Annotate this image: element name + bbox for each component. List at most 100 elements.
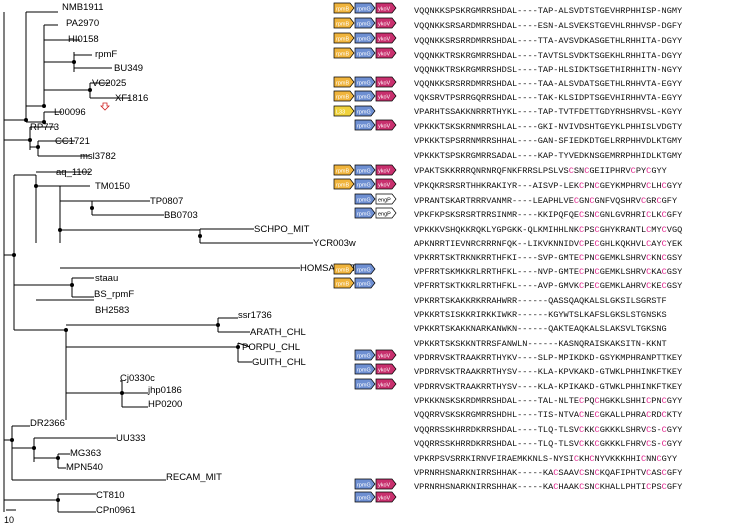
- gene-label: rpmG: [357, 37, 371, 43]
- gene-arrow-rpmG: [354, 32, 376, 44]
- gene-label: rpmG: [357, 52, 371, 58]
- leaf-label: rpmF: [95, 49, 117, 60]
- gene-label: engP: [378, 198, 391, 204]
- sequence-row: VPKKKNSKSKRDMRRSHDAL----TAL-NLTECPQCHGKK…: [414, 396, 682, 406]
- gene-label: ykoV: [378, 52, 391, 58]
- gene-label: rpmG: [357, 282, 371, 288]
- sequence-row: VQKSRVTPSRRGQRRSHDAL----TAK-KLSIDPTSGEVH…: [414, 93, 682, 103]
- leaf-label: TP0807: [150, 196, 183, 207]
- sequence-row: VQQNKKTRSKRGMRRSHDSL----TAP-HLSIDKTSGETH…: [414, 65, 682, 75]
- gene-arrow-rpmG: [354, 363, 376, 375]
- gene-arrow-ykoV: [375, 349, 397, 361]
- sequence-row: VPKKRTSKSKKNTRRSFANWLN------KASNQRAISKAK…: [414, 339, 667, 349]
- gene-arrow-rpmB: [333, 76, 355, 88]
- gene-neighborhoods: rpmB rpmG ykoV rpmB rpmG ykoV rpmB rpmG ykoV rpmB…: [333, 2, 397, 503]
- gene-arrow-rpmB: [333, 90, 355, 102]
- gene-arrow-rpmB: [333, 17, 355, 29]
- leaf-label: MPN540: [66, 462, 103, 473]
- gene-arrow-rpmB: [333, 164, 355, 176]
- sequence-row: APKNRRTIEVNRCRRRNFQK--LIKVKNNIDVCPECGHLK…: [414, 239, 683, 249]
- gene-label: rpmB: [336, 37, 349, 43]
- gene-arrow-rpmG: [354, 491, 376, 503]
- tree-node: [198, 234, 202, 238]
- gene-arrow-rpmG: [354, 263, 376, 275]
- tree-node: [42, 104, 46, 108]
- leaf-label: CPn0961: [96, 505, 136, 516]
- gene-arrow-rpmG: [354, 277, 376, 289]
- gene-label: rpmG: [357, 483, 371, 489]
- scale-bar: 10: [4, 509, 16, 525]
- tree-node: [10, 438, 14, 442]
- gene-label: ykoV: [378, 7, 391, 13]
- gene-arrow-rpmB: [333, 263, 355, 275]
- sequence-row: VPKQKRSRSRTHHKRAKIYR---AISVP-LEKCPNCGEYK…: [414, 181, 682, 191]
- gene-label: rpmB: [336, 95, 349, 101]
- sequence-row: VQQNKKTRSKRGMRRSHDAL----TAVTSLSVDKTSGEKH…: [414, 51, 682, 61]
- gene-arrow-rpmG: [354, 105, 376, 117]
- tree-branch: [237, 342, 251, 348]
- gene-arrow-ykoV: [375, 32, 397, 44]
- leaf-label: BB0703: [164, 210, 198, 221]
- leaf-label: HI0158: [68, 34, 99, 45]
- insertion-marker-icon: [100, 102, 110, 111]
- gene-label: rpmG: [357, 212, 371, 218]
- leaf-label: msl3782: [80, 151, 116, 162]
- leaf-label: UU333: [116, 433, 146, 444]
- gene-label: engP: [378, 212, 391, 218]
- sequence-row: VQQRRVSKSKRGMRRSHDHL----TIS-NTVACNECGKAL…: [414, 410, 682, 420]
- scale-bar-label: 10: [4, 515, 14, 525]
- gene-label: rpmG: [357, 354, 371, 360]
- leaf-label: GUITH_CHL: [252, 357, 306, 368]
- gene-arrow-ykoV: [375, 119, 397, 131]
- tree-nodes: [10, 60, 240, 502]
- sequence-row: VPARHTSSAKKNRRRTHYKL----TAP-TVTFDETTGDYR…: [414, 107, 682, 117]
- gene-label: rpmG: [357, 198, 371, 204]
- tree-node: [28, 138, 32, 142]
- leaf-label: NMB1911: [62, 2, 104, 13]
- tree-node: [56, 456, 60, 460]
- gene-arrow-ykoV: [375, 478, 397, 490]
- gene-label: rpmB: [336, 52, 349, 58]
- sequence-alignment: VQQNKKSPSKRGMRRSHDAL----TAP-ALSVDTSTGEVH…: [414, 6, 683, 492]
- leaf-label: BS_rpmF: [94, 289, 134, 300]
- gene-label: rpmG: [357, 22, 371, 28]
- leaf-label: MG363: [70, 448, 101, 459]
- gene-arrow-ykoV: [375, 164, 397, 176]
- leaf-label: aq_1102: [56, 167, 92, 178]
- leaf-label: TM0150: [95, 181, 130, 192]
- gene-arrow-rpmG: [354, 76, 376, 88]
- sequence-row: VPKKKTSPSKRGMRRSADAL----KAP-TYVEDKNSGEMR…: [414, 151, 682, 161]
- leaf-label: HP0200: [148, 399, 182, 410]
- sequence-row: VQQNKKSRSARDMRRSHDAL----ESN-ALSVEKSTGEVH…: [414, 21, 682, 31]
- sequence-row: VPDRRVSKTRAAKRRTHYKV----SLP-MPIKDKD-GSYK…: [414, 353, 682, 363]
- gene-label: rpmB: [336, 183, 349, 189]
- sequence-row: VQQNKKSPSKRGMRRSHDAL----TAP-ALSVDTSTGEVH…: [414, 6, 682, 16]
- gene-arrow-rpmG: [354, 378, 376, 390]
- tree-node: [36, 145, 40, 149]
- sequence-row: VPKRRTSKTRKNKRRTHFKI----SVP-GMTECPNCGEMK…: [414, 253, 682, 263]
- leaf-label: CT810: [96, 490, 125, 501]
- gene-label: rpmG: [357, 368, 371, 374]
- gene-arrow-rpmG: [354, 17, 376, 29]
- gene-arrow-ykoV: [375, 378, 397, 390]
- gene-arrow-rpmG: [354, 119, 376, 131]
- leaf-label: jhp0186: [147, 385, 182, 396]
- gene-label: ykoV: [378, 383, 391, 389]
- gene-arrow-rpmB: [333, 277, 355, 289]
- leaf-label: SCHPO_MIT: [254, 224, 310, 235]
- tree-node: [56, 498, 60, 502]
- leaf-label: HOMSA_MIT: [300, 263, 357, 274]
- gene-label: ykoV: [378, 169, 391, 175]
- gene-arrow-ykoV: [375, 90, 397, 102]
- gene-label: rpmB: [336, 268, 349, 274]
- gene-arrow-rpmG: [354, 178, 376, 190]
- gene-label: rpmB: [336, 22, 349, 28]
- leaf-label: VC2025: [92, 78, 126, 89]
- gene-arrow-rpmG: [354, 90, 376, 102]
- gene-arrow-rpmB: [333, 178, 355, 190]
- gene-label: rpmG: [357, 268, 371, 274]
- gene-label: rpmG: [357, 124, 371, 130]
- gene-arrow-rpmB: [333, 2, 355, 14]
- gene-label: rpmG: [357, 383, 371, 389]
- gene-label: rpmG: [357, 7, 371, 13]
